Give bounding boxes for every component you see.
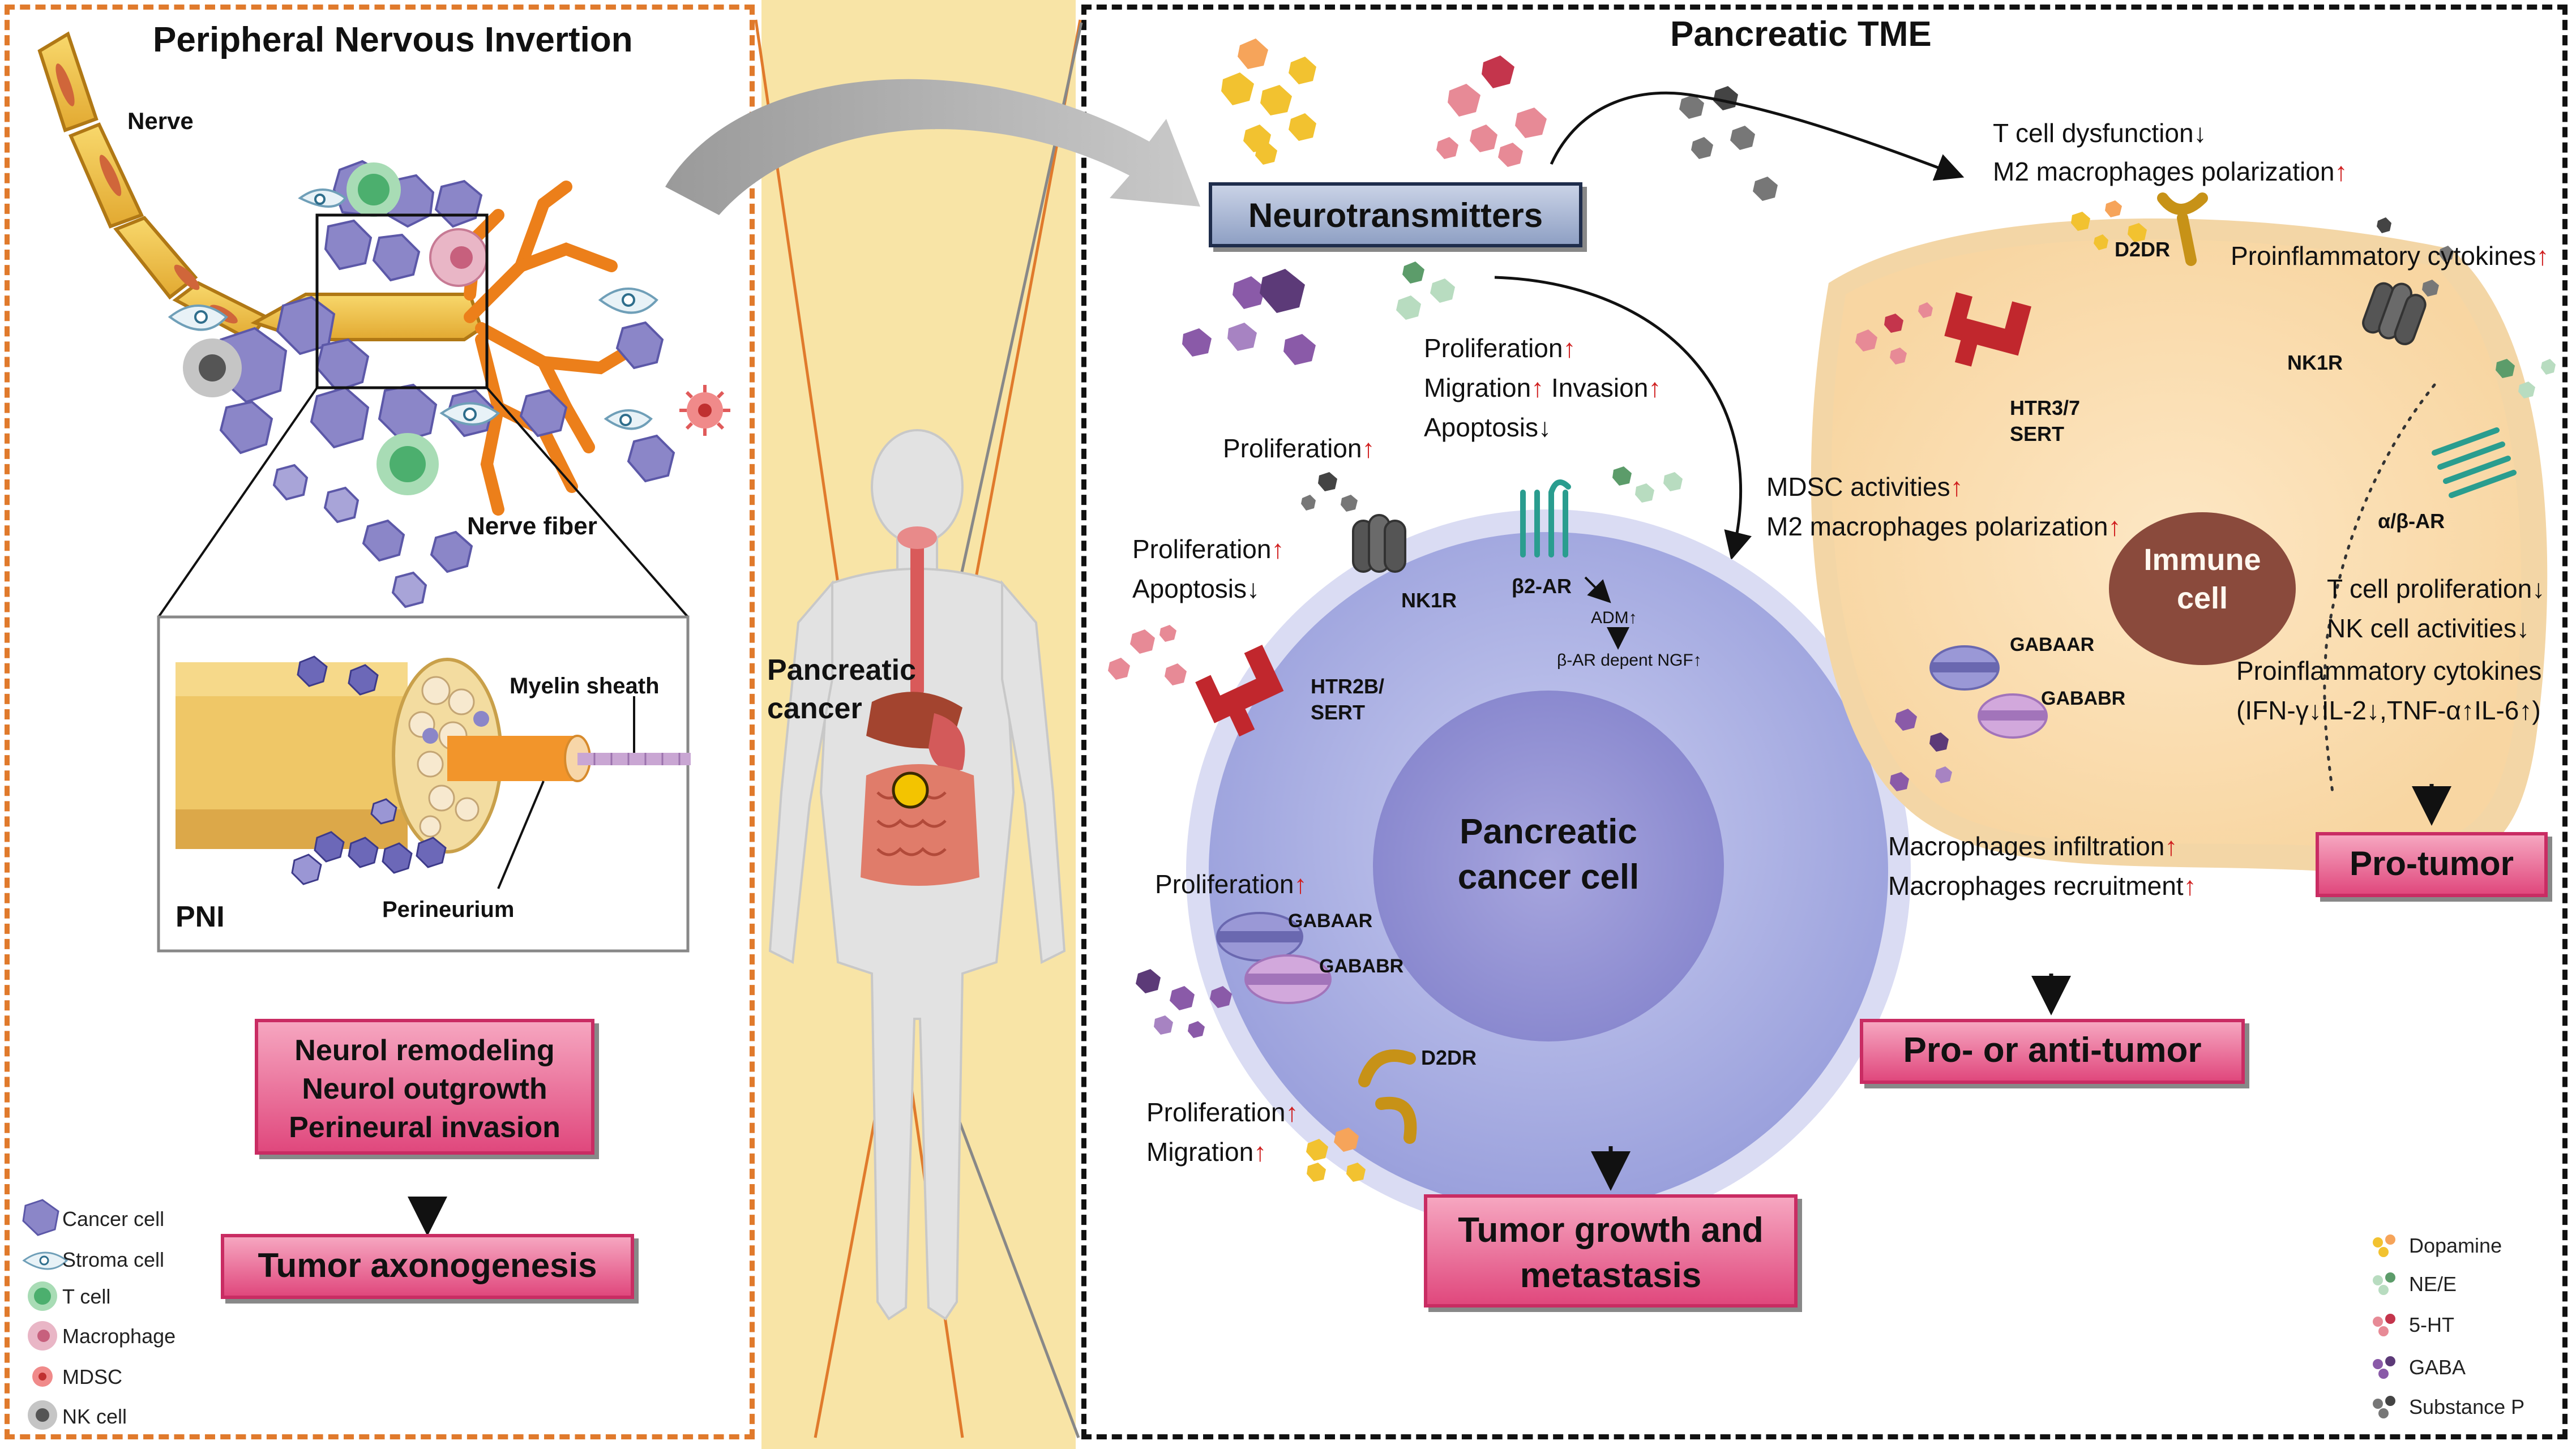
legend-stroma-cell: Stroma cell bbox=[62, 1248, 165, 1271]
legend-dopamine: Dopamine bbox=[2409, 1234, 2502, 1257]
legend-ne-e: NE/E bbox=[2409, 1272, 2457, 1296]
peripheral-panel bbox=[5, 5, 755, 1439]
legend-gaba: GABA bbox=[2409, 1356, 2466, 1379]
legend-macrophage: Macrophage bbox=[62, 1324, 176, 1348]
proliferation-nk1r-label: Proliferation↑ bbox=[1223, 434, 1375, 463]
dopamine-cluster bbox=[1221, 38, 1316, 165]
gaba-a-label: GABAAR bbox=[1288, 910, 1373, 932]
d2dr-receptor-icon bbox=[1358, 1049, 1417, 1144]
adm-label: ADM↑ bbox=[1591, 608, 1637, 627]
htr2b-receptor-icon bbox=[1195, 645, 1284, 737]
d2dr-prolif-migration-block: Proliferation↑ Migration↑ bbox=[1146, 1098, 1299, 1167]
gaba-cluster bbox=[1182, 269, 1316, 365]
left-panel-title: Peripheral Nervous Invertion bbox=[153, 20, 633, 59]
pni-effect-line: Perineural invasion bbox=[289, 1111, 560, 1144]
human-body-icon bbox=[768, 429, 1066, 1321]
pni-label: PNI bbox=[176, 901, 225, 933]
htr37-sert-label: HTR3/7 SERT bbox=[2010, 396, 2081, 445]
perineurium-label: Perineurium bbox=[382, 897, 515, 922]
immune-gaba-b-label: GABABR bbox=[2041, 688, 2126, 709]
tumor-axonogenesis-box: Tumor axonogenesis bbox=[221, 1234, 634, 1299]
gaba-b-receptor-icon bbox=[1244, 954, 1332, 1004]
myelin-sheath-label: Myelin sheath bbox=[510, 674, 660, 698]
substance-p-cluster bbox=[1679, 86, 1778, 201]
legend-t-cell: T cell bbox=[62, 1285, 111, 1308]
macrophage-block: Macrophages infiltration↑ Macrophages re… bbox=[1888, 831, 2197, 901]
b2ar-label: β2-AR bbox=[1512, 575, 1572, 598]
immune-gaba-a-receptor-icon bbox=[1929, 645, 2000, 691]
nk1r-label: NK1R bbox=[1401, 589, 1457, 612]
nk1r-receptor-icon bbox=[1352, 514, 1406, 573]
digestive-organs-icon bbox=[861, 526, 979, 886]
cancer-cell-nucleus bbox=[1373, 691, 1724, 1041]
immune-gaba-a-label: GABAAR bbox=[2010, 634, 2095, 655]
immune-nk1r-receptor-icon bbox=[2362, 282, 2427, 345]
ne-cluster-top bbox=[1396, 261, 1455, 320]
t-cell-dysfunction-label: T cell dysfunction↓ bbox=[1993, 118, 2207, 148]
tme-panel bbox=[1081, 5, 2568, 1439]
tumor-growth-box: Tumor growth and metastasis bbox=[1424, 1194, 1798, 1307]
immune-d2dr-label: D2DR bbox=[2115, 238, 2171, 261]
legend-nk-cell: NK cell bbox=[62, 1405, 127, 1428]
cytokines-block: Proinflammatory cytokines (IFN-γ↓IL-2↓,T… bbox=[2236, 656, 2542, 725]
nerve-icon bbox=[37, 31, 483, 342]
myelin-sheath-icon bbox=[447, 735, 691, 782]
nerve-label: Nerve bbox=[127, 108, 194, 134]
immune-d2dr-receptor-icon bbox=[2157, 192, 2208, 266]
pni-effect-line: Neurol outgrowth bbox=[302, 1073, 547, 1105]
proinflammatory-top-label: Proinflammatory cytokines↑ bbox=[2231, 241, 2549, 271]
bar-ngf-label: β-AR depent NGF↑ bbox=[1557, 651, 1702, 670]
pancreatic-cancer-label: Pancreatic cancer bbox=[767, 654, 917, 725]
legend-5-ht: 5-HT bbox=[2409, 1313, 2454, 1336]
mdsc-block: MDSC activities↑ M2 macrophages polariza… bbox=[1766, 472, 2121, 541]
htr37-receptor-icon bbox=[1944, 292, 2031, 367]
legend-cancer-cell: Cancer cell bbox=[62, 1207, 165, 1231]
nerve-fiber-label: Nerve fiber bbox=[467, 512, 597, 540]
proliferation-gaba-label: Proliferation↑ bbox=[1155, 869, 1307, 899]
legend-left-icons bbox=[22, 1199, 69, 1430]
ab-ar-receptor-icon bbox=[2432, 427, 2517, 498]
gaba-b-label: GABABR bbox=[1319, 955, 1404, 977]
serotonin-cluster bbox=[1436, 55, 1547, 167]
nerve-fiber-icon bbox=[464, 181, 635, 516]
immune-cell-nucleus bbox=[2109, 512, 2296, 665]
immune-gaba-b-receptor-icon bbox=[1978, 693, 2048, 739]
tcell-nk-block: T cell proliferation↓ NK cell activities… bbox=[2327, 574, 2545, 643]
pro-anti-tumor-box: Pro- or anti-tumor bbox=[1860, 1019, 2245, 1084]
gaba-a-receptor-icon bbox=[1216, 912, 1303, 962]
pro-tumor-box: Pro-tumor bbox=[2316, 832, 2548, 897]
legend-substance-p: Substance P bbox=[2409, 1395, 2525, 1418]
pni-effects-box: Neurol remodeling Neurol outgrowth Perin… bbox=[255, 1019, 594, 1155]
legend-mdsc: MDSC bbox=[62, 1365, 122, 1388]
right-panel-title: Pancreatic TME bbox=[1670, 15, 1932, 54]
immune-nk1r-label: NK1R bbox=[2287, 351, 2343, 374]
legend-right-icons bbox=[2373, 1234, 2395, 1418]
htr2b-sert-label: HTR2B/ SERT bbox=[1311, 675, 1385, 724]
stroma-cell-group bbox=[168, 188, 658, 430]
d2dr-label: D2DR bbox=[1421, 1046, 1477, 1069]
mdsc-icon bbox=[679, 385, 730, 436]
prolif-invasion-block: Proliferation↑ Migration↑ Invasion↑ Apop… bbox=[1424, 333, 1662, 442]
pancreas-marker bbox=[892, 771, 929, 809]
neurotransmitters-box: Neurotransmitters bbox=[1209, 182, 1582, 247]
m2-polarization-top-label: M2 macrophages polarization↑ bbox=[1993, 157, 2348, 186]
ab-ar-label: α/β-AR bbox=[2378, 509, 2445, 533]
pancreatic-cancer-cell-name: Pancreatic cancer cell bbox=[1457, 812, 1640, 897]
htr-prolif-apoptosis-block: Proliferation↑ Apoptosis↓ bbox=[1132, 534, 1285, 603]
immune-cell-name: Immune cell bbox=[2143, 543, 2261, 615]
pni-effect-line: Neurol remodeling bbox=[294, 1034, 555, 1067]
b2ar-receptor-icon bbox=[1520, 479, 1571, 558]
